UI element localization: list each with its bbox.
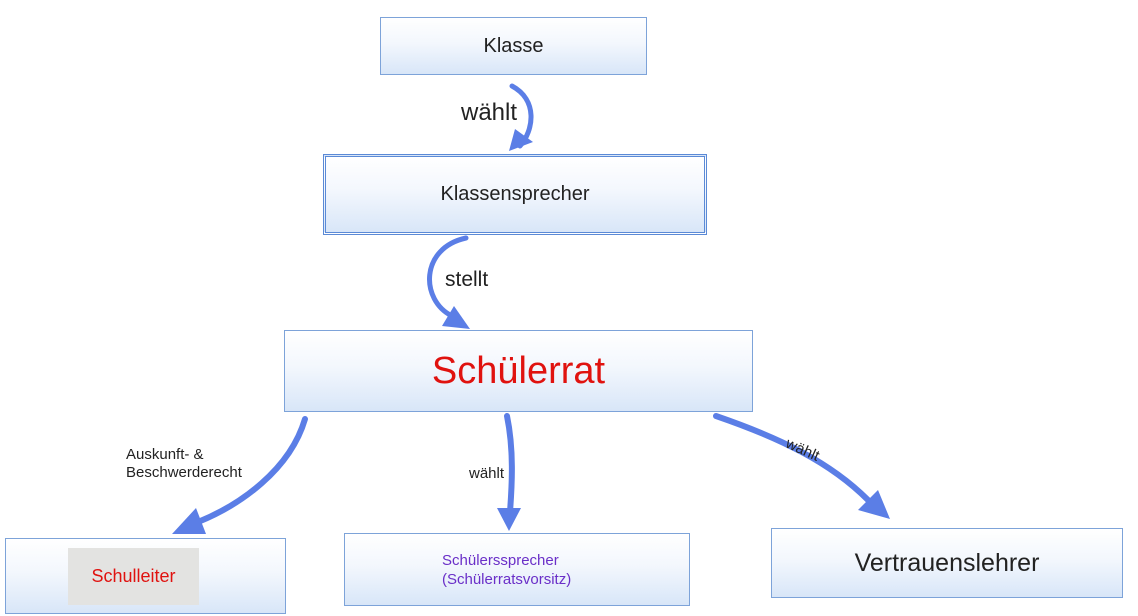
edge-label-klasse-klassensprecher: wählt: [461, 99, 518, 126]
arrow-schuelerrat-to-vertrauenslehrer: [713, 413, 871, 503]
edge-label-schuelerrat-schulleiter: Auskunft- & Beschwerderecht: [126, 446, 242, 482]
arrowhead-schuelerrat-to-schuelersprecher: [497, 508, 521, 531]
arrowhead-schuelerrat-to-vertrauenslehrer: [858, 490, 890, 519]
node-vertrauenslehrer-label: Vertrauenslehrer: [854, 548, 1040, 577]
node-klasse: Klasse: [380, 17, 647, 75]
node-schulleiter-label: Schulleiter: [91, 566, 176, 586]
node-schuelersprecher-text: Schülerssprecher (Schülerratsvorsitz): [442, 551, 571, 589]
node-klassensprecher-label: Klassensprecher: [440, 183, 590, 205]
edge-label-schuelerrat-schulleiter-line2: Beschwerderecht: [126, 464, 242, 481]
node-klassensprecher: Klassensprecher: [323, 154, 707, 235]
node-schuelerrat: Schülerrat: [284, 330, 753, 412]
node-schulleiter: Schulleiter: [5, 538, 286, 614]
node-schuelersprecher: Schülerssprecher (Schülerratsvorsitz): [344, 533, 690, 606]
node-schuelersprecher-line1: Schülerssprecher: [442, 551, 559, 569]
edge-label-klassensprecher-schuelerrat: stellt: [445, 268, 489, 291]
node-klasse-label: Klasse: [483, 34, 544, 57]
arrowhead-schuelerrat-to-schulleiter: [172, 508, 206, 534]
arrow-klassensprecher-to-schuelerrat: [427, 235, 469, 319]
arrowhead-klasse-to-klassensprecher: [509, 129, 533, 151]
arrowhead-klassensprecher-to-schuelerrat: [442, 306, 470, 329]
arrow-schuelerrat-to-schuelersprecher: [504, 413, 515, 515]
node-schuelersprecher-line2: (Schülerratsvorsitz): [442, 570, 572, 588]
edge-label-schuelerrat-schulleiter-line1: Auskunft- &: [126, 446, 204, 463]
node-vertrauenslehrer: Vertrauenslehrer: [771, 528, 1123, 598]
edge-label-schuelerrat-schuelersprecher: wählt: [469, 465, 505, 482]
arrow-schuelerrat-to-schulleiter: [195, 416, 308, 525]
node-schulleiter-tag: Schulleiter: [68, 548, 199, 605]
node-schuelerrat-label: Schülerrat: [431, 349, 606, 392]
